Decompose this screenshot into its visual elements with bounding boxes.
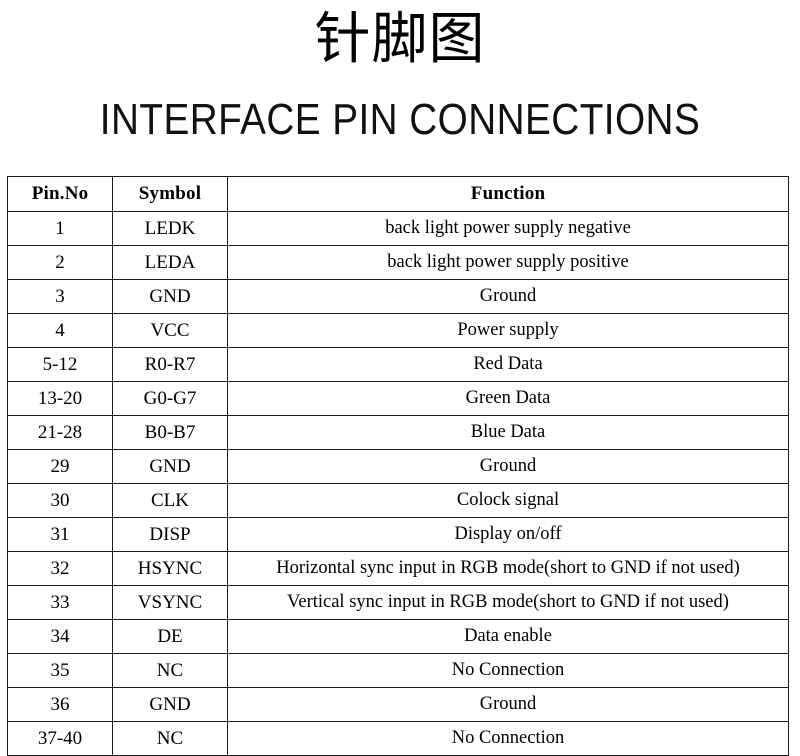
cell-pin-no: 36 [7, 687, 113, 722]
cell-function: Horizontal sync input in RGB mode(short … [227, 551, 789, 586]
cell-pin-no: 32 [7, 551, 113, 586]
cell-function: Ground [227, 687, 789, 722]
cell-pin-no: 33 [7, 585, 113, 620]
cell-pin-no: 29 [7, 449, 113, 484]
cell-pin-no: 35 [7, 653, 113, 688]
cell-pin-no: 37-40 [7, 721, 113, 756]
cell-symbol: HSYNC [112, 551, 228, 586]
cell-pin-no: 1 [7, 211, 113, 246]
cell-symbol: CLK [112, 483, 228, 518]
cell-symbol: GND [112, 449, 228, 484]
cell-pin-no: 30 [7, 483, 113, 518]
cell-symbol: NC [112, 721, 228, 756]
cell-symbol: LEDA [112, 245, 228, 280]
page-title-chinese: 针脚图 [314, 7, 486, 72]
cell-symbol: VCC [112, 313, 228, 348]
cell-function: Ground [227, 279, 789, 314]
cell-function: Red Data [227, 347, 789, 382]
cell-pin-no: 5-12 [7, 347, 113, 382]
table-header-row: Pin.No Symbol Function [7, 176, 789, 212]
cell-function: Vertical sync input in RGB mode(short to… [227, 585, 789, 620]
page-title-english: INTERFACE PIN CONNECTIONS [99, 95, 701, 144]
cell-function: No Connection [227, 653, 789, 688]
column-header-symbol: Symbol [112, 176, 228, 212]
cell-symbol: DISP [112, 517, 228, 552]
cell-pin-no: 34 [7, 619, 113, 654]
cell-symbol: GND [112, 687, 228, 722]
cell-pin-no: 2 [7, 245, 113, 280]
cell-symbol: DE [112, 619, 228, 654]
cell-symbol: VSYNC [112, 585, 228, 620]
cell-pin-no: 21-28 [7, 415, 113, 450]
cell-symbol: NC [112, 653, 228, 688]
cell-function: back light power supply negative [227, 211, 789, 246]
cell-pin-no: 13-20 [7, 381, 113, 416]
cell-symbol: R0-R7 [112, 347, 228, 382]
cell-pin-no: 31 [7, 517, 113, 552]
cell-function: Ground [227, 449, 789, 484]
cell-symbol: GND [112, 279, 228, 314]
cell-symbol: G0-G7 [112, 381, 228, 416]
cell-symbol: LEDK [112, 211, 228, 246]
cell-function: Blue Data [227, 415, 789, 450]
cell-function: Data enable [227, 619, 789, 654]
cell-function: Display on/off [227, 517, 789, 552]
column-header-function: Function [227, 176, 789, 212]
cell-function: No Connection [227, 721, 789, 756]
table-header: Pin.No Symbol Function [7, 176, 789, 212]
cell-function: Colock signal [227, 483, 789, 518]
cell-function: back light power supply positive [227, 245, 789, 280]
cell-symbol: B0-B7 [112, 415, 228, 450]
column-header-pin-no: Pin.No [7, 176, 113, 212]
cell-function: Green Data [227, 381, 789, 416]
cell-pin-no: 3 [7, 279, 113, 314]
cell-function: Power supply [227, 313, 789, 348]
cell-pin-no: 4 [7, 313, 113, 348]
